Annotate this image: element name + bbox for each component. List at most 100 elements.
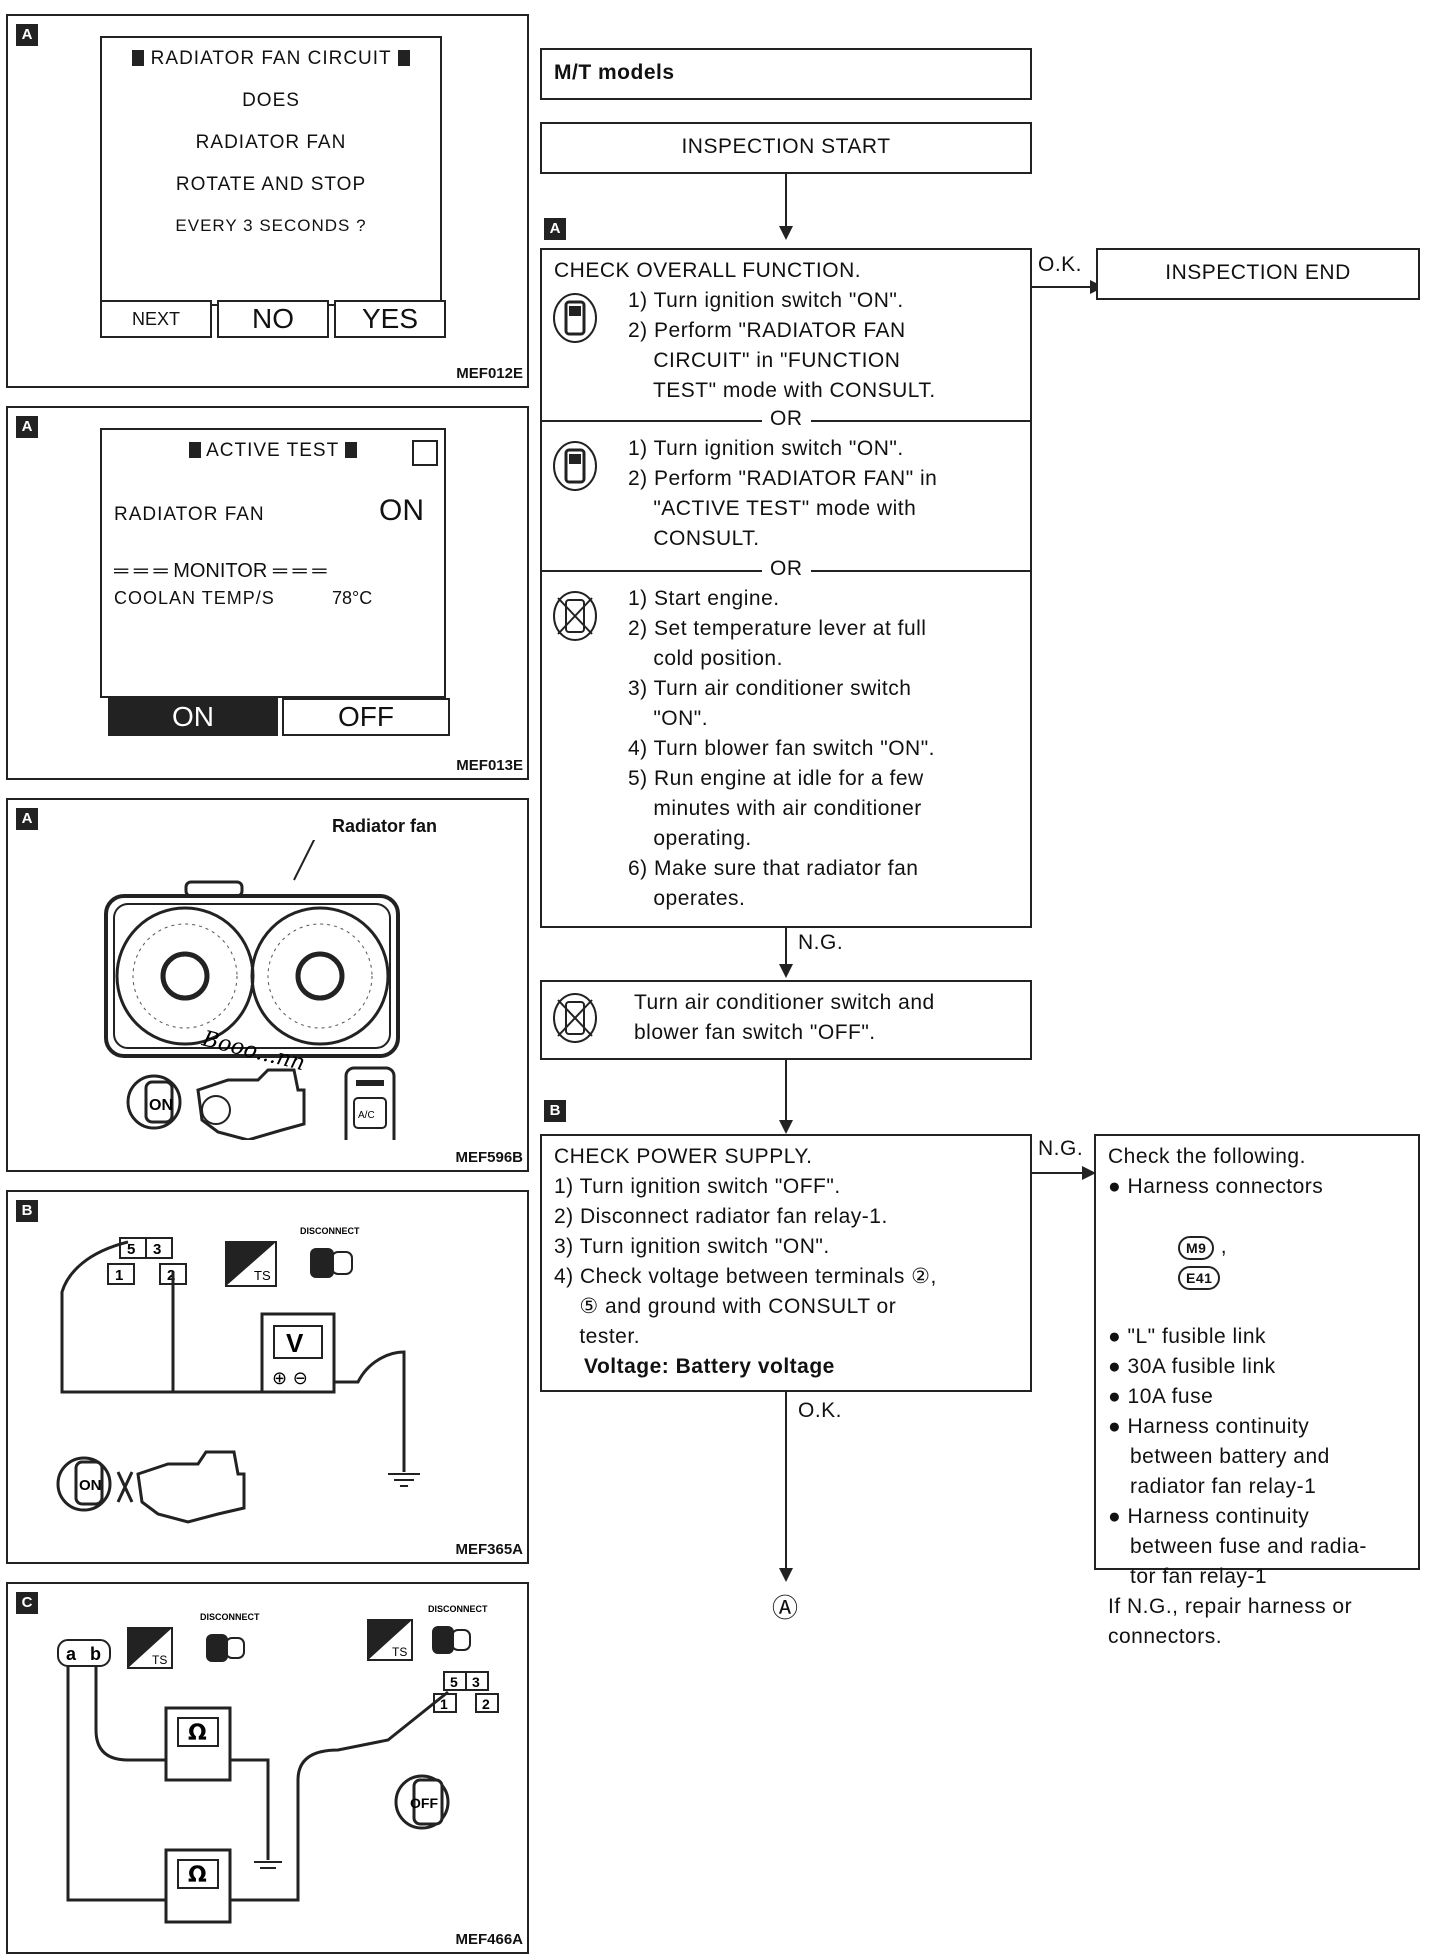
voltage-check-illustration: 5 3 1 2 V ⊕ ⊖ TS DISCONNECT ON	[56, 1226, 420, 1524]
flow-arrow	[785, 1060, 787, 1126]
svg-text:ON: ON	[79, 1477, 102, 1494]
svg-text:1: 1	[115, 1267, 123, 1284]
svg-text:OFF: OFF	[410, 1795, 438, 1811]
monitor-heading: ═ ═ ═ MONITOR ═ ═ ═	[114, 560, 327, 582]
consult-screen: RADIATOR FAN CIRCUIT DOES RADIATOR FAN R…	[100, 36, 442, 306]
screen-line: ROTATE AND STOP	[175, 174, 367, 195]
figure-panel-voltage-check: B 5 3 1 2 V ⊕ ⊖ TS DISCONNECT ON	[6, 1190, 529, 1564]
no-button[interactable]: NO	[217, 300, 329, 338]
svg-text:5: 5	[127, 1241, 135, 1258]
sensor-value: 78°C	[332, 588, 373, 608]
consult-icon	[553, 293, 597, 343]
figure-panel-consult-active-test: A ACTIVE TEST RADIATOR FAN ON ═ ═ ═ MONI…	[6, 406, 529, 780]
flow-arrow	[785, 174, 787, 226]
section-tag: A	[16, 808, 38, 830]
section-tag: B	[544, 1100, 566, 1122]
screen-title: ACTIVE TEST	[102, 440, 444, 462]
flow-arrow	[785, 928, 787, 968]
ohmmeter-symbol: Ω	[188, 1863, 207, 1888]
svg-text:3: 3	[153, 1241, 161, 1258]
figure-code: MEF596B	[455, 1149, 523, 1166]
check-overall-function: CHECK OVERALL FUNCTION. 1) Turn ignition…	[540, 248, 1032, 928]
check1-title: CHECK OVERALL FUNCTION.	[554, 259, 862, 282]
continuity-check-illustration: a b TS DISCONNECT TS DISCONNECT 5 3 1 2	[57, 1604, 499, 1924]
voltage-spec: Voltage: Battery voltage	[584, 1355, 835, 1378]
connector-badge: M9	[1178, 1236, 1215, 1260]
flow-arrowhead	[779, 964, 793, 978]
or-label: OR	[762, 554, 811, 584]
figure-panel-radiator-fan: A Radiator fan Booo...nn ON A/C MEF596B	[6, 798, 529, 1172]
svg-text:DISCONNECT: DISCONNECT	[300, 1226, 360, 1236]
flow-arrowhead	[779, 226, 793, 240]
svg-text:TS: TS	[254, 1268, 271, 1283]
section-tag: B	[16, 1200, 38, 1222]
svg-text:a: a	[66, 1644, 77, 1664]
figure-code: MEF012E	[456, 365, 523, 382]
ac-off-step: Turn air conditioner switch and blower f…	[540, 980, 1032, 1060]
ok-branch-line	[1032, 286, 1094, 288]
or-label: OR	[762, 404, 811, 434]
figure-code: MEF365A	[455, 1541, 523, 1558]
screen-line: DOES	[242, 90, 300, 111]
figure-code: MEF466A	[455, 1931, 523, 1948]
check1-option3: 1) Start engine. 2) Set temperature leve…	[628, 587, 936, 910]
svg-text:DISCONNECT: DISCONNECT	[428, 1604, 488, 1614]
ng-branch-line	[1032, 1172, 1094, 1174]
continue-marker: Ⓐ	[772, 1594, 799, 1624]
svg-text:TS: TS	[392, 1645, 407, 1659]
screen-checkbox	[412, 440, 438, 466]
screen-line: RADIATOR FAN	[195, 132, 347, 153]
section-tag: C	[16, 1592, 38, 1614]
flow-arrowhead	[779, 1568, 793, 1582]
check-following: Check the following. ● Harness connector…	[1094, 1134, 1420, 1648]
check1-option1: 1) Turn ignition switch "ON". 2) Perform…	[628, 289, 936, 402]
section-tag: A	[16, 416, 38, 438]
check2-steps: 1) Turn ignition switch "OFF". 2) Discon…	[554, 1175, 937, 1348]
connector-badge: E41	[1178, 1266, 1221, 1290]
check-following-title: Check the following.	[1108, 1145, 1306, 1168]
on-button[interactable]: ON	[108, 698, 278, 736]
check1-option2: 1) Turn ignition switch "ON". 2) Perform…	[628, 437, 938, 550]
ignition-key-label: ON	[149, 1097, 173, 1114]
no-tools-icon	[553, 993, 597, 1043]
check-following-list: ● Harness connectors M9 , E41 ● "L" fusi…	[1108, 1175, 1367, 1648]
check-power-supply: CHECK POWER SUPPLY. 1) Turn ignition swi…	[540, 1134, 1032, 1392]
ng-label: N.G.	[1038, 1137, 1084, 1160]
radiator-fan-illustration: Booo...nn ON A/C	[104, 840, 400, 1140]
item-value: ON	[379, 494, 424, 527]
off-button[interactable]: OFF	[282, 698, 450, 736]
ok-label: O.K.	[798, 1399, 843, 1422]
consult-icon	[553, 441, 597, 491]
flow-arrowhead	[779, 1120, 793, 1134]
svg-text:1: 1	[440, 1696, 448, 1712]
figure-code: MEF013E	[456, 757, 523, 774]
svg-text:3: 3	[472, 1674, 480, 1690]
ng-label: N.G.	[798, 931, 844, 954]
ac-off-text: Turn air conditioner switch and blower f…	[634, 991, 935, 1044]
item-label: RADIATOR FAN	[114, 504, 265, 525]
svg-text:TS: TS	[152, 1653, 167, 1667]
svg-text:2: 2	[482, 1696, 490, 1712]
consult-screen: ACTIVE TEST RADIATOR FAN ON ═ ═ ═ MONITO…	[100, 428, 446, 698]
callout-label: Radiator fan	[332, 816, 438, 836]
flow-arrow	[785, 1392, 787, 1570]
section-tag: A	[16, 24, 38, 46]
screen-line: EVERY 3 SECONDS ?	[175, 216, 367, 235]
voltmeter-symbol: V	[286, 1328, 304, 1358]
svg-text:5: 5	[450, 1674, 458, 1690]
next-button[interactable]: NEXT	[100, 300, 212, 338]
ohmmeter-symbol: Ω	[188, 1721, 207, 1746]
no-tools-icon	[553, 591, 597, 641]
svg-text:b: b	[90, 1644, 101, 1664]
figure-panel-consult-function-test: A RADIATOR FAN CIRCUIT DOES RADIATOR FAN…	[6, 14, 529, 388]
figure-panel-continuity-check: C a b TS DISCONNECT TS DISCONNECT 5 3 1 …	[6, 1582, 529, 1954]
models-header: M/T models	[540, 48, 1032, 100]
sensor-label: COOLAN TEMP/S	[114, 588, 275, 608]
svg-text:DISCONNECT: DISCONNECT	[200, 1612, 260, 1622]
section-tag: A	[544, 218, 566, 240]
inspection-end: INSPECTION END	[1096, 248, 1420, 300]
svg-text:⊕ ⊖: ⊕ ⊖	[272, 1368, 308, 1389]
ng-arrowhead	[1082, 1166, 1096, 1180]
yes-button[interactable]: YES	[334, 300, 446, 338]
ac-switch-label: A/C	[358, 1110, 375, 1121]
